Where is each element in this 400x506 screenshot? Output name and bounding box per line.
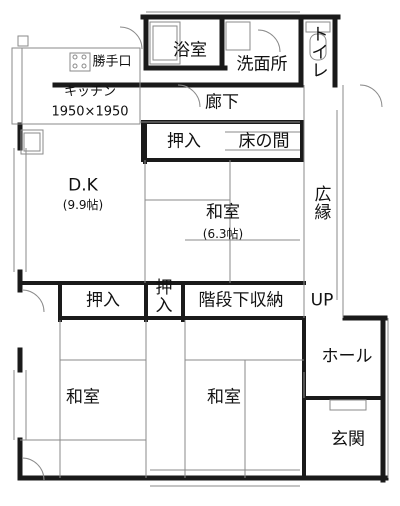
entrance-label: 玄関 (331, 429, 365, 450)
closet-upper-label: 押入 (167, 131, 201, 152)
kitchen-label: キッチン (63, 84, 117, 100)
engawa-label-char-2: 縁 (314, 203, 332, 223)
toilet-label-char-1: ト (311, 25, 329, 46)
engawa-label: 広 縁 (313, 185, 333, 223)
hallway-label: 廊下 (205, 92, 239, 113)
thin-lines (11, 11, 389, 487)
toilet-label-char-2: イ (311, 43, 329, 64)
washitsu-left-label: 和室 (66, 387, 100, 408)
door-swings (21, 26, 383, 481)
hall-label: ホール (321, 346, 373, 367)
closet-narrow-label-char-2: 入 (155, 296, 173, 316)
up-label: UP (310, 290, 334, 311)
toilet-label-char-3: レ (311, 60, 329, 81)
dk-size-label: (9.9帖) (62, 198, 104, 212)
kitchen-size-label: 1950×1950 (51, 104, 129, 120)
washitsu-center-size-label: (6.3帖) (202, 227, 244, 241)
under-stairs-label: 階段下収納 (198, 290, 284, 311)
toilet-label: ト イ レ (310, 25, 330, 81)
dk-label: D.K (68, 175, 98, 196)
washitsu-center-label: 和室 (206, 202, 240, 223)
alcove-label: 床の間 (238, 131, 290, 152)
washitsu-right-label: 和室 (207, 387, 241, 408)
bath-label: 浴室 (173, 40, 207, 61)
engawa-label-char-1: 広 (314, 185, 332, 206)
back-door-label: 勝手口 (92, 54, 132, 70)
closet-narrow-label-char-1: 押 (155, 278, 173, 299)
closet-left-label: 押入 (86, 290, 120, 311)
closet-narrow-label: 押 入 (154, 278, 174, 316)
washroom-label: 洗面所 (236, 54, 288, 75)
